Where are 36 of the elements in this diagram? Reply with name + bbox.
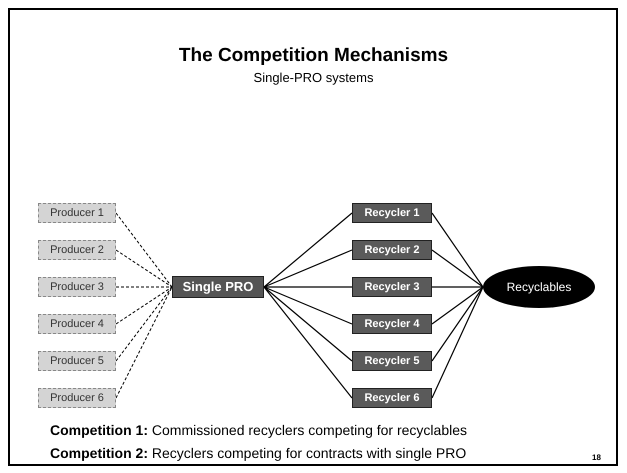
subtitle: Single-PRO systems <box>252 69 374 87</box>
pro-box: Single PRO <box>172 276 264 298</box>
recyclables-ellipse: Recyclables <box>483 266 595 308</box>
producer-box: Producer 2 <box>38 240 116 260</box>
recycler-box: Recycler 6 <box>352 388 432 408</box>
producer-box: Producer 1 <box>38 203 116 223</box>
competition-note: Competition 1: Commissioned recyclers competing for recyclables <box>50 421 467 440</box>
connector-line <box>116 250 172 288</box>
recycler-box: Recycler 5 <box>352 351 432 371</box>
connector-line <box>264 249 352 288</box>
page-number: 18 <box>592 452 601 464</box>
connector-line <box>432 286 484 324</box>
title: The Competition Mechanisms <box>178 44 450 68</box>
connector-line <box>431 286 484 398</box>
connector-line <box>264 286 352 325</box>
connector-line <box>432 286 484 362</box>
recycler-box: Recycler 2 <box>352 240 432 260</box>
connector-line <box>264 286 352 288</box>
connector-line <box>116 212 172 288</box>
connector-line <box>432 286 483 288</box>
producer-box: Producer 3 <box>38 277 116 297</box>
connector-line <box>116 286 172 362</box>
connector-line <box>116 286 172 398</box>
connector-line <box>264 212 352 288</box>
connector-line <box>116 286 172 324</box>
connector-line <box>432 212 484 288</box>
recycler-box: Recycler 1 <box>352 203 432 223</box>
recycler-box: Recycler 3 <box>352 277 432 297</box>
producer-box: Producer 6 <box>38 388 116 408</box>
producer-box: Producer 4 <box>38 314 116 334</box>
connector-line <box>264 286 352 398</box>
producer-box: Producer 5 <box>38 351 116 371</box>
competition-note: Competition 2: Recyclers competing for contracts with single PRO <box>50 444 467 463</box>
recycler-box: Recycler 4 <box>352 314 432 334</box>
connector-line <box>264 286 352 362</box>
connector-line <box>432 250 484 288</box>
